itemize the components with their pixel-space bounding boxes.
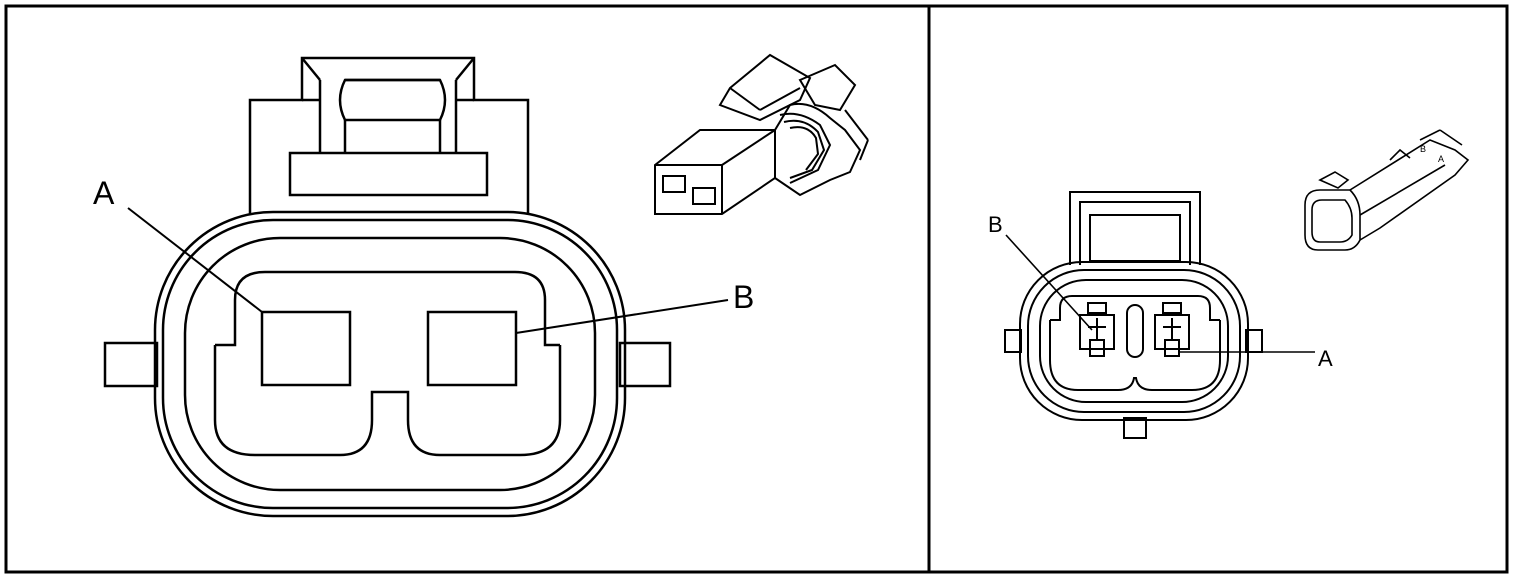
right-connector-3d-icon: B A	[1304, 129, 1470, 251]
pin-label-a-left: A	[93, 175, 115, 211]
right-cavity-outline	[1049, 295, 1221, 391]
terminal-a	[260, 310, 352, 387]
pin-label-b-left: B	[733, 279, 754, 315]
terminal-b-right	[1079, 302, 1115, 357]
left-cavity-outline	[213, 270, 562, 457]
pin-label-a-right: A	[1318, 346, 1333, 371]
pin-label-b-right: B	[988, 212, 1003, 237]
right-left-side-tab	[1004, 329, 1022, 353]
right-bottom-tab	[1123, 417, 1147, 439]
terminal-a-right	[1154, 302, 1190, 357]
right-panel: B A	[1004, 129, 1470, 439]
outer-frame	[4, 4, 1509, 574]
terminal-b	[426, 310, 518, 387]
svg-text:B: B	[1420, 144, 1426, 154]
left-latch	[248, 56, 530, 215]
left-connector-body-outer	[153, 210, 627, 518]
right-connector-body-outer	[1019, 261, 1249, 421]
left-panel	[103, 53, 869, 518]
left-connector-3d-icon	[654, 53, 869, 215]
svg-text:A: A	[1438, 154, 1444, 164]
right-latch	[1069, 191, 1201, 265]
left-side-tab	[103, 341, 159, 388]
right-side-tab	[618, 341, 672, 388]
